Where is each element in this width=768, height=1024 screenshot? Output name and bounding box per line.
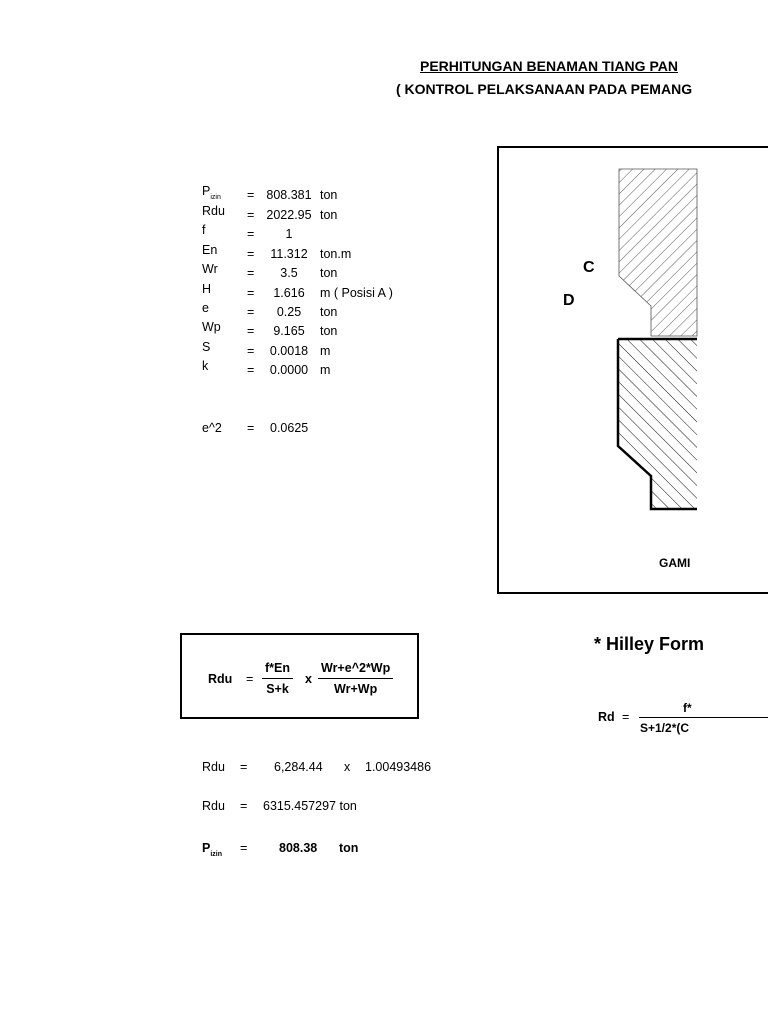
formula-times: x <box>305 672 312 686</box>
hilley-heading: * Hilley Form <box>594 634 705 654</box>
param-name: e <box>202 301 209 315</box>
param-value: 1 <box>285 227 293 241</box>
hilley-numerator: f* <box>683 701 692 715</box>
param-name: Pizin <box>202 184 221 201</box>
result2-equals: = <box>240 799 248 813</box>
result1-label: Rdu <box>202 760 225 774</box>
param-symbol: En <box>202 243 218 257</box>
param-name: k <box>202 359 208 373</box>
param-name: Wr <box>202 262 218 276</box>
e2-equals: = <box>247 421 255 435</box>
param-subscript: izin <box>210 194 221 201</box>
param-equals: = <box>247 344 255 358</box>
label-c: C <box>583 259 595 276</box>
hilley-equals: = <box>622 710 630 724</box>
e2-label: e^2 <box>202 421 222 435</box>
result3-sub: izin <box>210 851 223 858</box>
param-symbol: f <box>202 223 206 237</box>
formula-lhs: Rdu <box>208 672 233 686</box>
param-unit: m <box>320 344 331 358</box>
param-equals: = <box>247 363 255 377</box>
result3-label: Pizin <box>202 841 223 858</box>
param-symbol: Wp <box>202 320 221 334</box>
param-value: 0.0018 <box>269 344 309 358</box>
formula-box <box>180 633 419 719</box>
param-name: H <box>202 282 211 296</box>
anvil-shape <box>618 339 697 509</box>
param-unit: m ( Posisi A ) <box>320 286 393 300</box>
param-value: 3.5 <box>280 266 298 280</box>
param-unit: m <box>320 363 331 377</box>
ram-shape <box>618 168 698 337</box>
frac2-numerator: Wr+e^2*Wp <box>318 661 394 679</box>
param-unit: ton <box>320 324 338 338</box>
e2-value: 0.0625 <box>270 421 309 435</box>
param-name: f <box>202 223 205 237</box>
figure-caption: GAMI <box>659 556 691 570</box>
param-symbol: k <box>202 359 209 373</box>
param-value: 808.381 <box>266 188 312 202</box>
page-subtitle: ( KONTROL PELAKSANAAN PADA PEMANG <box>396 81 693 97</box>
param-value: 9.165 <box>273 324 305 338</box>
figure-frame <box>497 146 768 594</box>
param-symbol: S <box>202 340 211 354</box>
param-unit: ton.m <box>320 247 352 261</box>
result1-b: 1.00493486 <box>365 760 432 774</box>
result3-unit: ton <box>339 841 359 855</box>
label-d: D <box>563 292 575 309</box>
param-equals: = <box>247 286 255 300</box>
formula-equals: = <box>246 672 254 686</box>
param-name: S <box>202 340 210 354</box>
frac2-denominator: Wr+Wp <box>334 682 378 696</box>
param-equals: = <box>247 227 255 241</box>
param-value: 0.0000 <box>269 363 309 377</box>
frac1-numerator: f*En <box>262 661 293 679</box>
param-symbol: Rdu <box>202 204 225 218</box>
hilley-fraction-bar <box>639 717 768 718</box>
result3-equals: = <box>240 841 248 855</box>
param-equals: = <box>247 188 255 202</box>
param-equals: = <box>247 324 255 338</box>
hilley-lhs: Rd <box>598 710 615 724</box>
param-equals: = <box>247 305 255 319</box>
param-symbol: H <box>202 282 212 296</box>
param-name: Wp <box>202 320 221 334</box>
param-equals: = <box>247 208 255 222</box>
result3-name: P <box>202 841 211 855</box>
param-equals: = <box>247 247 255 261</box>
pile-hammer-diagram <box>616 168 698 511</box>
param-value: 11.312 <box>270 247 308 261</box>
hilley-denominator: S+1/2*(C <box>640 721 690 735</box>
param-symbol: e <box>202 301 209 315</box>
param-unit: ton <box>320 266 338 280</box>
param-value: 0.25 <box>276 305 302 319</box>
param-equals: = <box>247 266 255 280</box>
param-value: 1.616 <box>273 286 305 300</box>
result1-a: 6,284.44 <box>274 760 323 774</box>
result3-value: 808.38 <box>279 841 318 855</box>
result1-equals: = <box>240 760 248 774</box>
page-title: PERHITUNGAN BENAMAN TIANG PAN <box>420 58 678 74</box>
frac1-denominator: S+k <box>266 682 289 696</box>
param-unit: ton <box>320 305 338 319</box>
param-name: En <box>202 243 217 257</box>
param-unit: ton <box>320 208 338 222</box>
param-unit: ton <box>320 188 338 202</box>
param-symbol: Wr <box>202 262 218 276</box>
result2-value: 6315.457297 ton <box>263 799 357 813</box>
param-value: 2022.95 <box>266 208 312 222</box>
param-name: Rdu <box>202 204 225 218</box>
param-symbol: P <box>202 184 211 198</box>
result2-label: Rdu <box>202 799 225 813</box>
result1-times: x <box>344 760 351 774</box>
